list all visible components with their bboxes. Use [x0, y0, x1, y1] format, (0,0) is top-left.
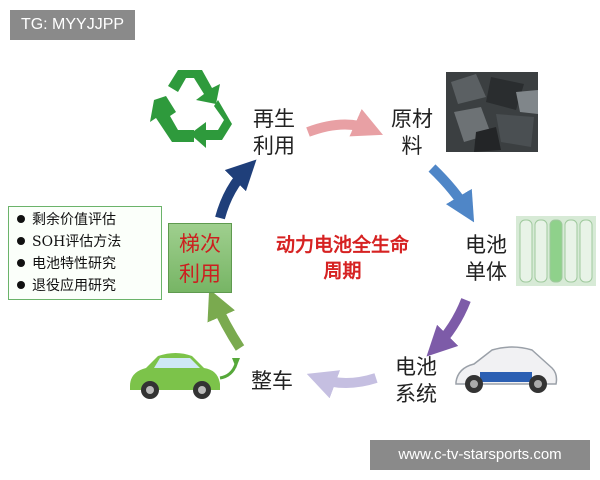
stage-cell-label: 电池单体 [465, 233, 507, 284]
center-title: 动力电池全生命 周期 [275, 234, 409, 282]
arrow-cell-to-system [426, 298, 471, 357]
raw-material-photo [446, 72, 538, 152]
arrow-system-to-vehicle [306, 370, 378, 399]
stage-vehicle-label: 整车 [251, 369, 293, 393]
ladder-items-box: 剩余价值评估 SOH评估方法 电池特性研究 退役应用研究 [8, 206, 162, 300]
electric-car-icon [130, 353, 240, 399]
bullet-icon [17, 280, 25, 289]
battery-cells-photo [516, 216, 596, 286]
battery-system-car-photo [455, 346, 558, 393]
ladder-item: 剩余价值评估 [9, 208, 161, 229]
bullet-icon [17, 258, 25, 267]
bullet-icon [17, 214, 25, 223]
arrow-vehicle-to-ladder [207, 289, 245, 351]
top-watermark: TG: MYYJJPP [10, 10, 135, 40]
arrow-ladder-to-recycle [215, 159, 257, 220]
arrow-recycle-to-raw [306, 108, 383, 137]
recycle-icon [150, 70, 232, 148]
ladder-item: 退役应用研究 [9, 274, 161, 295]
bottom-watermark: www.c-tv-starsports.com [370, 440, 590, 470]
ladder-item: SOH评估方法 [9, 230, 161, 251]
stage-recycle-label: 再生利用 [253, 107, 295, 158]
stage-system-label: 电池系统 [395, 355, 437, 406]
stage-ladder-label: 梯次利用 [168, 223, 232, 293]
bullet-icon [17, 236, 25, 245]
ladder-item: 电池特性研究 [9, 252, 161, 273]
stage-raw-label: 原材料 [391, 107, 433, 158]
arrow-raw-to-cell [428, 164, 475, 223]
